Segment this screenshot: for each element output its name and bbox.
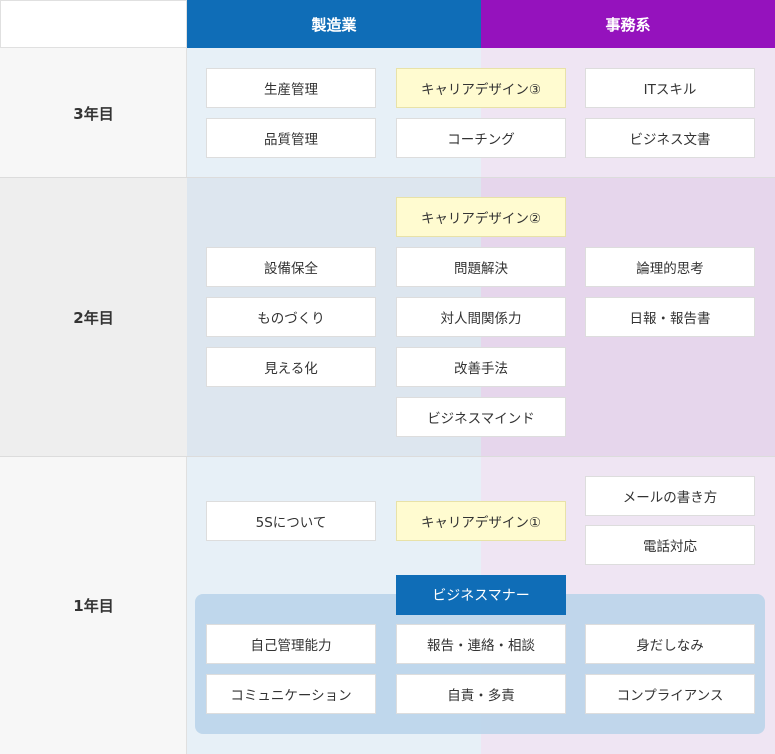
course-box: ITスキル — [585, 68, 755, 108]
course-box: 問題解決 — [396, 247, 566, 287]
course-box: メールの書き方 — [585, 476, 755, 516]
career-design-box: キャリアデザイン③ — [396, 68, 566, 108]
course-box: コンプライアンス — [585, 674, 755, 714]
course-box: 対人間関係力 — [396, 297, 566, 337]
course-box: ビジネスマインド — [396, 397, 566, 437]
course-box: ものづくり — [206, 297, 376, 337]
course-box: 日報・報告書 — [585, 297, 755, 337]
year-label-row2-bg — [0, 178, 187, 457]
row-divider — [0, 177, 775, 178]
course-box: 自責・多責 — [396, 674, 566, 714]
course-box: 自己管理能力 — [206, 624, 376, 664]
course-box: 品質管理 — [206, 118, 376, 158]
career-design-box: キャリアデザイン② — [396, 197, 566, 237]
year-label-3: 3年目 — [73, 104, 114, 123]
course-box: 身だしなみ — [585, 624, 755, 664]
year-label-2: 2年目 — [73, 309, 114, 327]
course-box: ビジネス文書 — [585, 118, 755, 158]
course-box: 設備保全 — [206, 247, 376, 287]
course-box: 見える化 — [206, 347, 376, 387]
row-divider — [0, 456, 775, 457]
course-box: 論理的思考 — [585, 247, 755, 287]
course-box: コミュニケーション — [206, 674, 376, 714]
course-box: 生産管理 — [206, 68, 376, 108]
manufacturing-header: 製造業 — [187, 0, 481, 48]
course-box: 5Sについて — [206, 501, 376, 541]
course-box: 電話対応 — [585, 525, 755, 565]
office-header: 事務系 — [481, 0, 775, 48]
business-manners-title: ビジネスマナー — [396, 575, 566, 615]
career-design-box: キャリアデザイン① — [396, 501, 566, 541]
course-box: コーチング — [396, 118, 566, 158]
course-box: 報告・連絡・相談 — [396, 624, 566, 664]
year-label-1: 1年目 — [73, 597, 114, 615]
course-box: 改善手法 — [396, 347, 566, 387]
top-left-corner-cell — [0, 0, 187, 48]
